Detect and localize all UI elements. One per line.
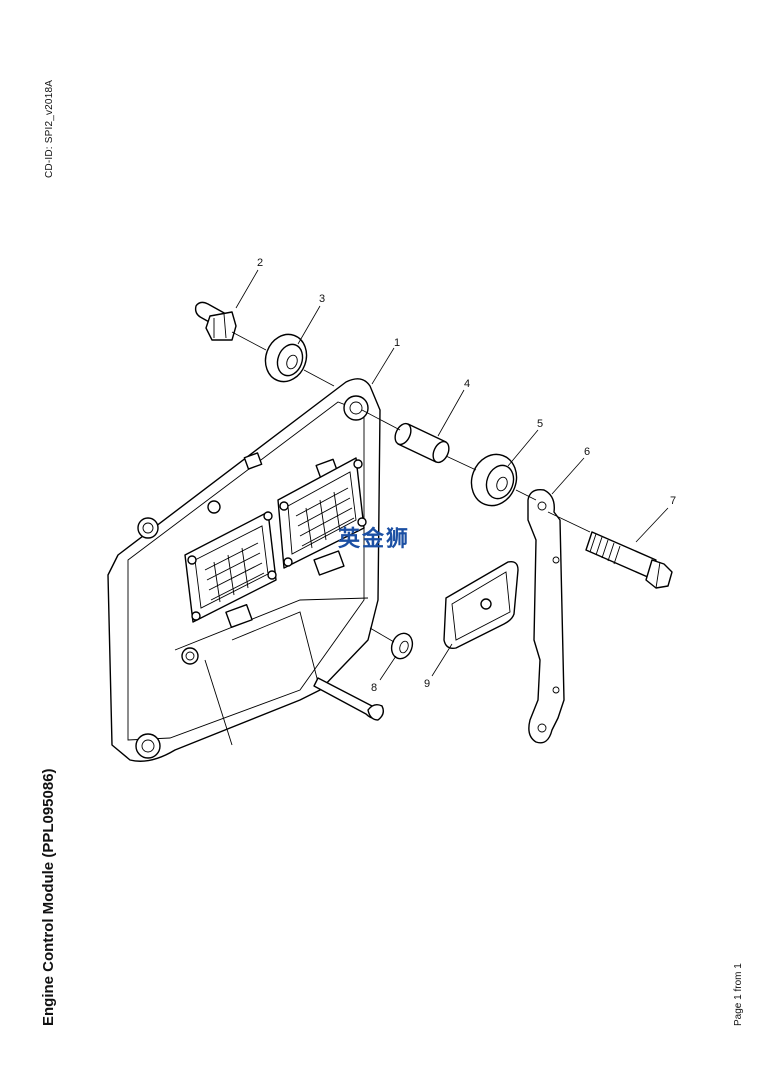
svg-text:4: 4	[464, 378, 470, 390]
part-8-washer	[367, 632, 414, 721]
callout-2: 2	[235, 257, 263, 309]
svg-text:6: 6	[584, 446, 590, 458]
engine-control-module-housing	[107, 378, 381, 762]
svg-text:8: 8	[371, 682, 377, 694]
callout-7: 7	[635, 495, 676, 543]
callout-1: 1	[371, 337, 400, 385]
part-9-cover-plate	[443, 560, 519, 650]
part-6-bracket	[527, 489, 565, 744]
svg-text:5: 5	[537, 418, 543, 430]
part-7-bolt	[585, 531, 673, 589]
svg-text:1: 1	[394, 337, 400, 349]
part-5-grommet	[470, 453, 518, 507]
svg-text:7: 7	[670, 495, 676, 507]
svg-text:9: 9	[424, 678, 430, 690]
callout-6: 6	[551, 446, 590, 495]
callout-8: 8	[371, 655, 397, 694]
callout-5: 5	[507, 418, 543, 467]
assembly-axis-lines	[231, 331, 591, 643]
callout-3: 3	[297, 293, 325, 345]
part-4-spacer	[394, 422, 450, 464]
part-3-grommet	[264, 333, 308, 383]
svg-text:2: 2	[257, 257, 263, 269]
callout-9: 9	[424, 643, 453, 690]
callout-4: 4	[437, 378, 470, 437]
part-2-sensor	[194, 301, 237, 341]
svg-text:3: 3	[319, 293, 325, 305]
watermark-text: 英金狮	[338, 526, 410, 552]
